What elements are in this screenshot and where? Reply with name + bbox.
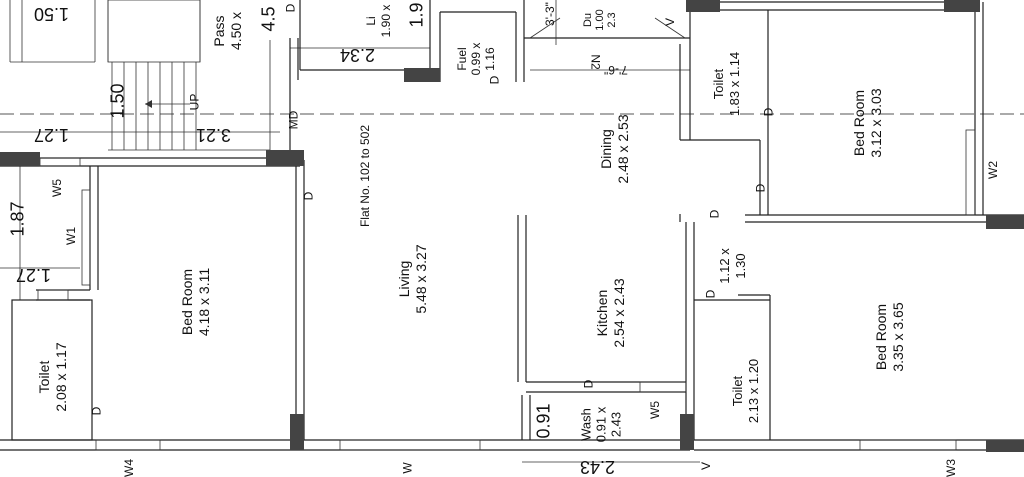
dim-2-43: 2.43 (580, 457, 616, 477)
room-living: Living 5.48 x 3.27 (396, 224, 430, 334)
dim-3-21: 3.21 (196, 125, 232, 145)
room-toilet-bottom-name: Toilet (730, 375, 745, 407)
room-bed-left-name: Bed Room (179, 268, 195, 336)
room-toilet-left-name: Toilet (36, 360, 52, 394)
door-d-small-box: D (703, 289, 718, 299)
room-lift-size: 1.90 x (379, 4, 393, 38)
room-duct-name: Du (582, 12, 594, 28)
dim-1-27-a: 1.27 (34, 125, 70, 145)
room-living-size: 5.48 x 3.27 (413, 244, 429, 314)
dim-1-27-b: 1.27 (16, 265, 52, 285)
door-d-toilet-left: D (89, 406, 104, 416)
room-duct: Du 1.00 2.3 (582, 0, 618, 40)
n2-label: N2 (588, 54, 603, 70)
room-wash-name: Wash (578, 408, 594, 441)
door-d-dining: D (707, 209, 722, 219)
room-toilet-bottom-size: 2.13 x 1.20 (746, 358, 761, 424)
room-passage-size: 4.50 x (228, 11, 244, 51)
duct-area-lines (529, 0, 686, 45)
dim-1-87: 1.87 (7, 201, 28, 237)
room-bed-top-right-name: Bed Room (851, 89, 867, 157)
room-toilet-top-size: 1.83 x 1.14 (727, 51, 742, 117)
dim-1-50-stair: 1.50 (107, 83, 128, 119)
room-bed-left-size: 4.18 x 3.11 (196, 267, 212, 337)
room-kitchen: Kitchen 2.54 x 2.43 (594, 258, 628, 368)
room-bed-top-right-size: 3.12 x 3.03 (868, 88, 884, 158)
room-toilet-left-size: 2.08 x 1.17 (53, 342, 69, 412)
window-w1: W1 (64, 227, 78, 245)
room-dining: Dining 2.48 x 2.53 (598, 94, 632, 204)
window-w5-left: W5 (50, 179, 64, 197)
up-label: UP (187, 93, 202, 111)
room-living-name: Living (396, 260, 412, 298)
window-w4: W4 (122, 459, 136, 477)
room-wash: Wash 0.91 x 2.43 (579, 390, 624, 460)
md-label: MD (286, 110, 301, 130)
v-label-top: V (663, 17, 678, 27)
room-toilet-top: Toilet 1.83 x 1.14 (711, 29, 743, 139)
room-wash-size-b: 2.43 (608, 411, 624, 438)
dim-4-5: 4.5 (258, 6, 279, 32)
room-duct-size-a: 1.00 (594, 9, 606, 31)
window-w2: W2 (986, 161, 1000, 179)
window-w3: W3 (944, 459, 958, 477)
room-bed-top-right: Bed Room 3.12 x 3.03 (851, 63, 885, 183)
room-dining-size: 2.48 x 2.53 (615, 114, 631, 184)
room-passage-name: Pass (211, 15, 227, 47)
small-box-size-a: 1.12 x (717, 248, 732, 284)
room-passage: Pass 4.50 x (211, 1, 245, 61)
v-label-bottom: V (699, 461, 714, 471)
room-fuel-size-a: 0.99 x (469, 42, 483, 76)
room-wash-size-a: 0.91 x (593, 406, 609, 443)
room-duct-size-b: 2.3 (606, 12, 618, 28)
small-box: 1.12 x 1.30 (717, 231, 749, 301)
dim-7-6: 7'-6" (604, 63, 628, 77)
flat-number-label: Flat No. 102 to 502 (358, 124, 372, 228)
door-d-toilet-top: D (761, 107, 776, 117)
room-bed-left: Bed Room 4.18 x 3.11 (179, 242, 213, 362)
windows (37, 129, 976, 451)
room-lift: Li 1.90 x (364, 0, 394, 46)
dim-1-9: 1.9 (406, 2, 427, 28)
door-d-fuel: D (487, 75, 502, 85)
door-d-bed-left: D (301, 191, 316, 201)
room-dining-name: Dining (598, 129, 614, 169)
door-d-bed-top: D (753, 183, 768, 193)
room-toilet-left: Toilet 2.08 x 1.17 (36, 322, 70, 432)
door-d-passage: D (283, 3, 298, 13)
room-bed-bottom-right: Bed Room 3.35 x 3.65 (873, 277, 907, 397)
room-kitchen-name: Kitchen (594, 289, 610, 337)
window-w-living: W (400, 462, 415, 474)
staircase (9, 0, 270, 151)
columns (0, 0, 1024, 452)
room-toilet-top-name: Toilet (711, 68, 726, 100)
dim-3-3: 3'-3" (542, 2, 557, 26)
dim-2-34: 2.34 (340, 45, 376, 65)
dim-1-50-top: 1.50 (34, 4, 70, 24)
room-fuel-name: Fuel (455, 47, 469, 71)
room-bed-bottom-right-size: 3.35 x 3.65 (890, 302, 906, 372)
small-box-size-b: 1.30 (733, 253, 748, 279)
room-lift-name: Li (364, 16, 378, 26)
dim-0-91: 0.91 (533, 403, 554, 439)
dimension-lines (0, 40, 700, 463)
door-d-wash: D (581, 379, 596, 389)
window-w5-wash: W5 (648, 401, 662, 419)
room-toilet-bottom: Toilet 2.13 x 1.20 (730, 341, 762, 441)
room-kitchen-size: 2.54 x 2.43 (611, 278, 627, 348)
room-bed-bottom-right-name: Bed Room (873, 303, 889, 371)
